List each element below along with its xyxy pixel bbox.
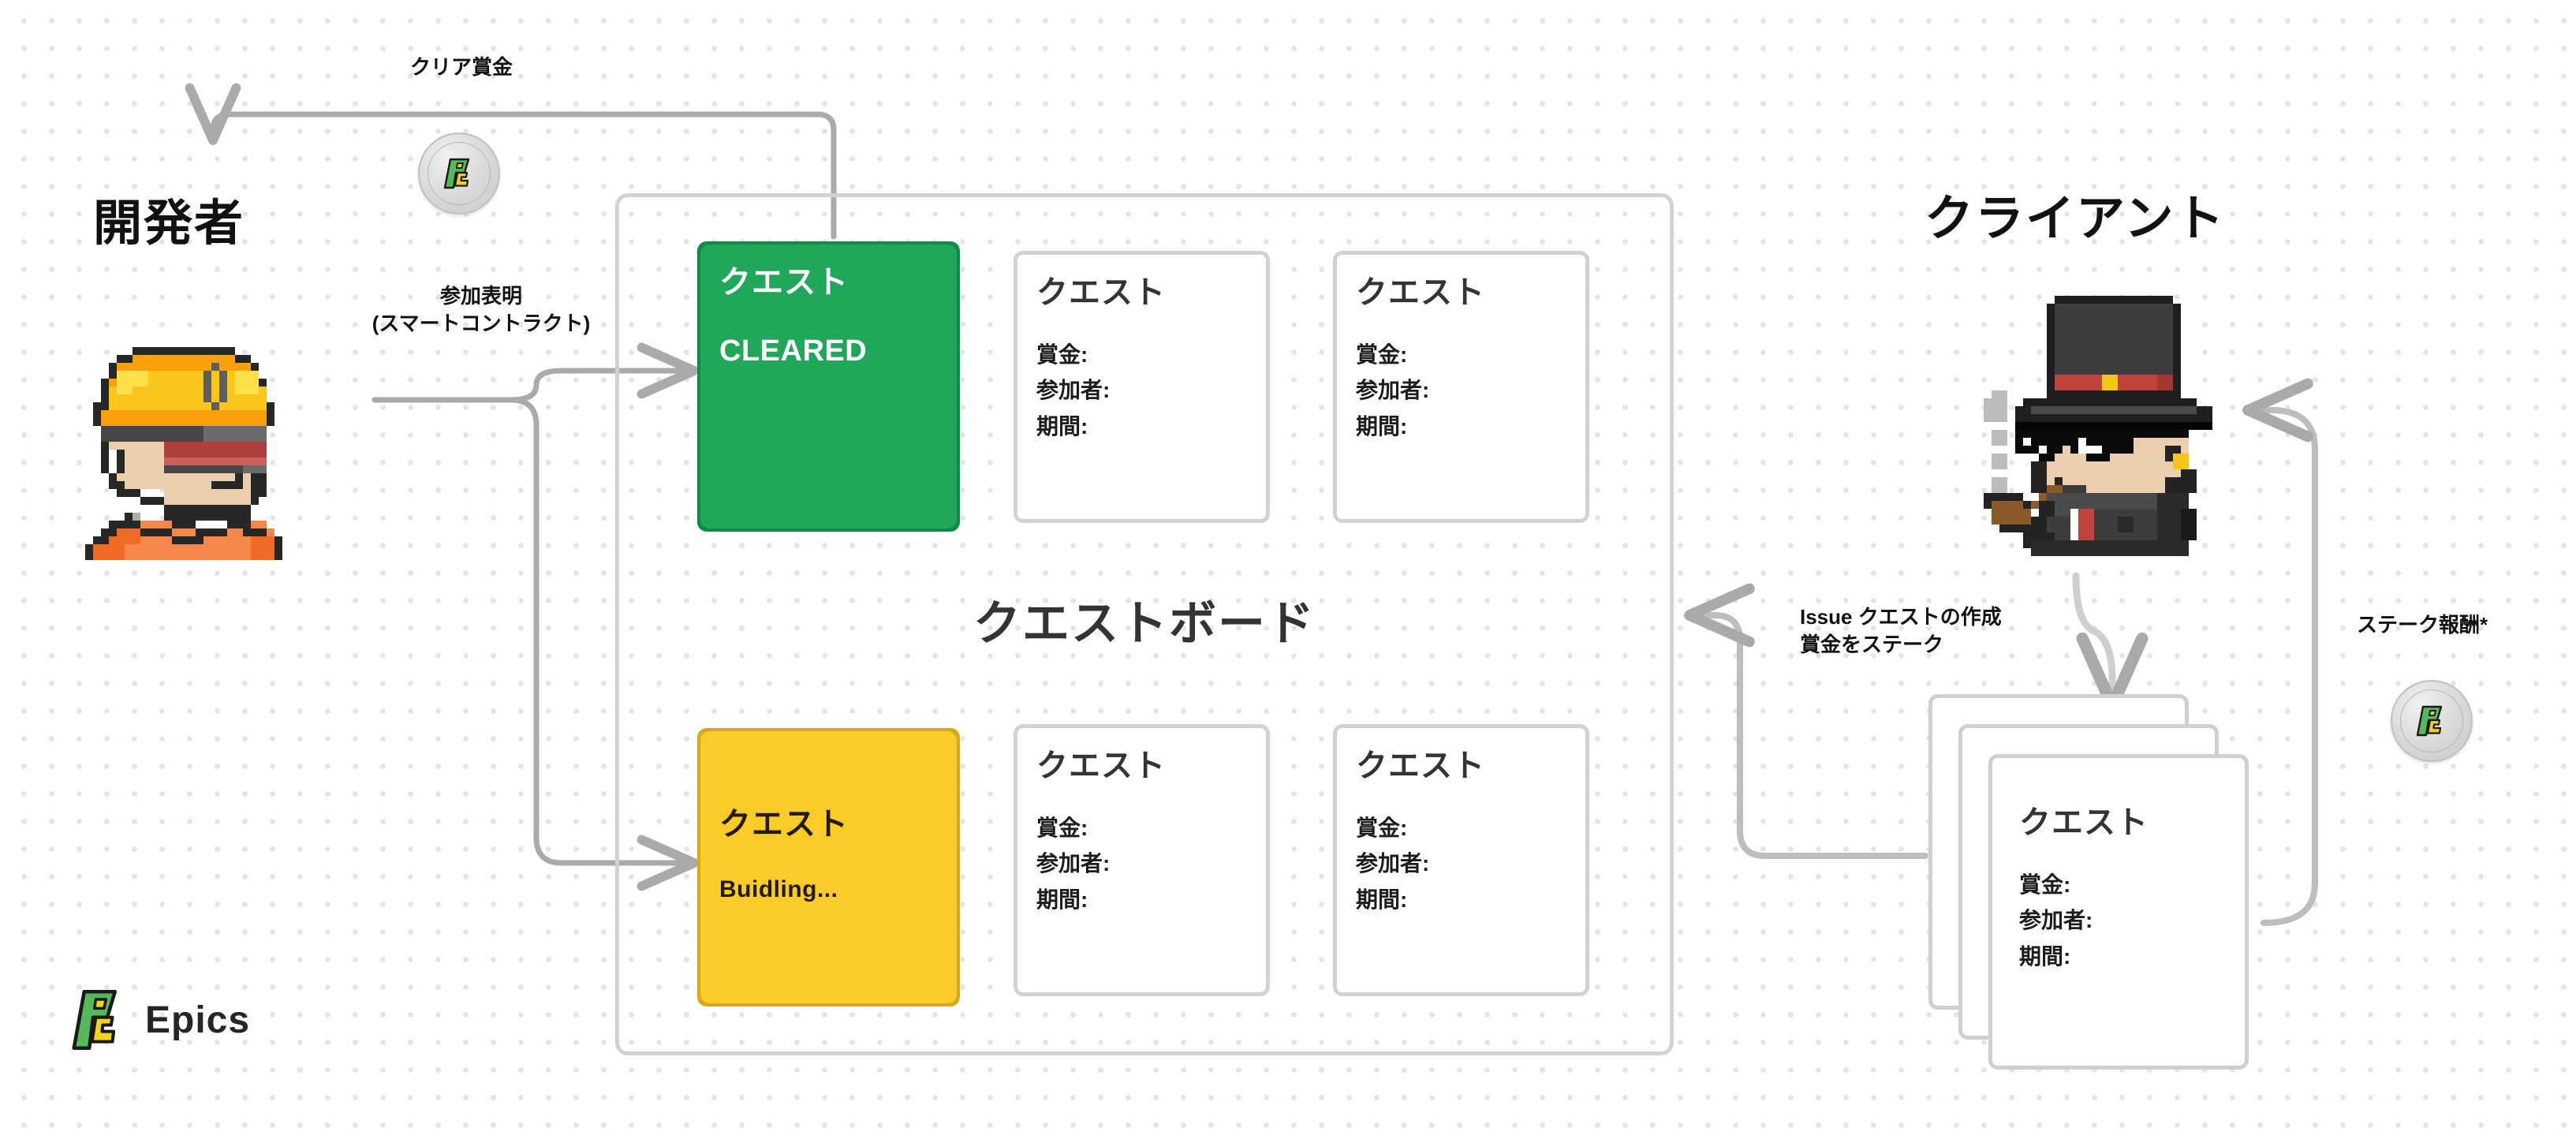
edge-label-join-line2: (スマートコントラクト)	[371, 312, 591, 336]
clear-bounty-coin	[418, 133, 500, 215]
epics-logo-icon	[72, 989, 118, 1051]
quest-card-bounty: 賞金:	[1036, 816, 1088, 840]
quest-card-participants: 参加者:	[1036, 378, 1111, 403]
quest-card-period: 期間:	[2019, 943, 2071, 969]
quest-card-client-front[interactable]: クエスト 賞金: 参加者: 期間:	[1988, 754, 2249, 1070]
quest-card-cleared[interactable]: クエスト CLEARED	[700, 245, 957, 528]
quest-card-period: 期間:	[1356, 887, 1408, 912]
quest-card-meta: 賞金: 参加者: 期間:	[1356, 337, 1566, 444]
quest-card-title: クエスト	[2019, 805, 2149, 840]
brand-name: Epics	[145, 999, 251, 1041]
quest-card-meta: 賞金: 参加者: 期間:	[1356, 810, 1566, 917]
epics-logo-icon	[2416, 705, 2443, 737]
quest-card-bounty: 賞金:	[1356, 342, 1408, 367]
quest-card-bounty: 賞金:	[1036, 342, 1088, 367]
stake-reward-coin	[2391, 680, 2473, 762]
edge-label-clear-bounty: クリア賞金	[410, 55, 513, 79]
quest-card-bounty: 賞金:	[1356, 816, 1408, 840]
role-title-client: クライアント	[1925, 192, 2226, 246]
quest-card-title: クエスト	[1356, 275, 1485, 310]
client-pixel-avatar	[1960, 288, 2212, 596]
quest-card-participants: 参加者:	[1356, 851, 1430, 876]
quest-card-empty-bottom-1[interactable]: クエスト 賞金: 参加者: 期間:	[1014, 724, 1270, 996]
quest-card-empty-top-1[interactable]: クエスト 賞金: 参加者: 期間:	[1014, 251, 1270, 523]
edge-label-issue-quest: Issue クエストの作成 賞金をステーク	[1800, 603, 2002, 659]
client-quest-card-stack[interactable]: クエスト 賞金: 参加者: 期間:	[1928, 694, 2260, 1070]
quest-card-building[interactable]: クエスト Buidling...	[700, 731, 957, 1003]
developer-pixel-avatar	[62, 339, 298, 592]
quest-card-period: 期間:	[1036, 413, 1088, 439]
quest-card-title: クエスト	[719, 807, 849, 842]
quest-card-title: クエスト	[1036, 749, 1166, 783]
quest-card-meta: 賞金: 参加者: 期間:	[1036, 337, 1247, 444]
quest-card-empty-top-2[interactable]: クエスト 賞金: 参加者: 期間:	[1333, 251, 1589, 523]
brand-footer: Epics	[66, 986, 250, 1054]
edge-label-issue-line2: 賞金をステーク	[1800, 633, 1944, 657]
quest-card-participants: 参加者:	[2019, 908, 2093, 933]
quest-card-period: 期間:	[1036, 887, 1088, 912]
quest-card-bounty: 賞金:	[2019, 872, 2071, 897]
quest-card-meta: 賞金: 参加者: 期間:	[2019, 867, 2218, 974]
edge-label-stake-reward: ステーク報酬*	[2357, 613, 2488, 637]
quest-card-title: クエスト	[1356, 749, 1485, 783]
edge-label-join-line1: 参加表明	[439, 284, 522, 308]
quest-card-title: クエスト	[719, 265, 849, 300]
quest-card-meta: 賞金: 参加者: 期間:	[1036, 810, 1247, 917]
quest-card-empty-bottom-2[interactable]: クエスト 賞金: 参加者: 期間:	[1333, 724, 1589, 996]
epics-logo-icon	[443, 158, 470, 189]
quest-card-status: CLEARED	[719, 334, 868, 368]
quest-board-container	[615, 193, 1674, 1055]
edge-label-issue-line1: Issue クエストの作成	[1800, 605, 2002, 629]
quest-card-participants: 参加者:	[1356, 378, 1430, 403]
quest-card-title: クエスト	[1036, 275, 1166, 310]
quest-board-title: クエストボード	[973, 597, 1316, 650]
quest-card-status: Buidling...	[719, 876, 838, 902]
quest-card-period: 期間:	[1356, 413, 1408, 439]
edge-label-join-declaration: 参加表明 (スマートコントラクト)	[347, 282, 615, 338]
quest-card-participants: 参加者:	[1036, 851, 1111, 876]
role-title-developer: 開発者	[93, 196, 245, 251]
